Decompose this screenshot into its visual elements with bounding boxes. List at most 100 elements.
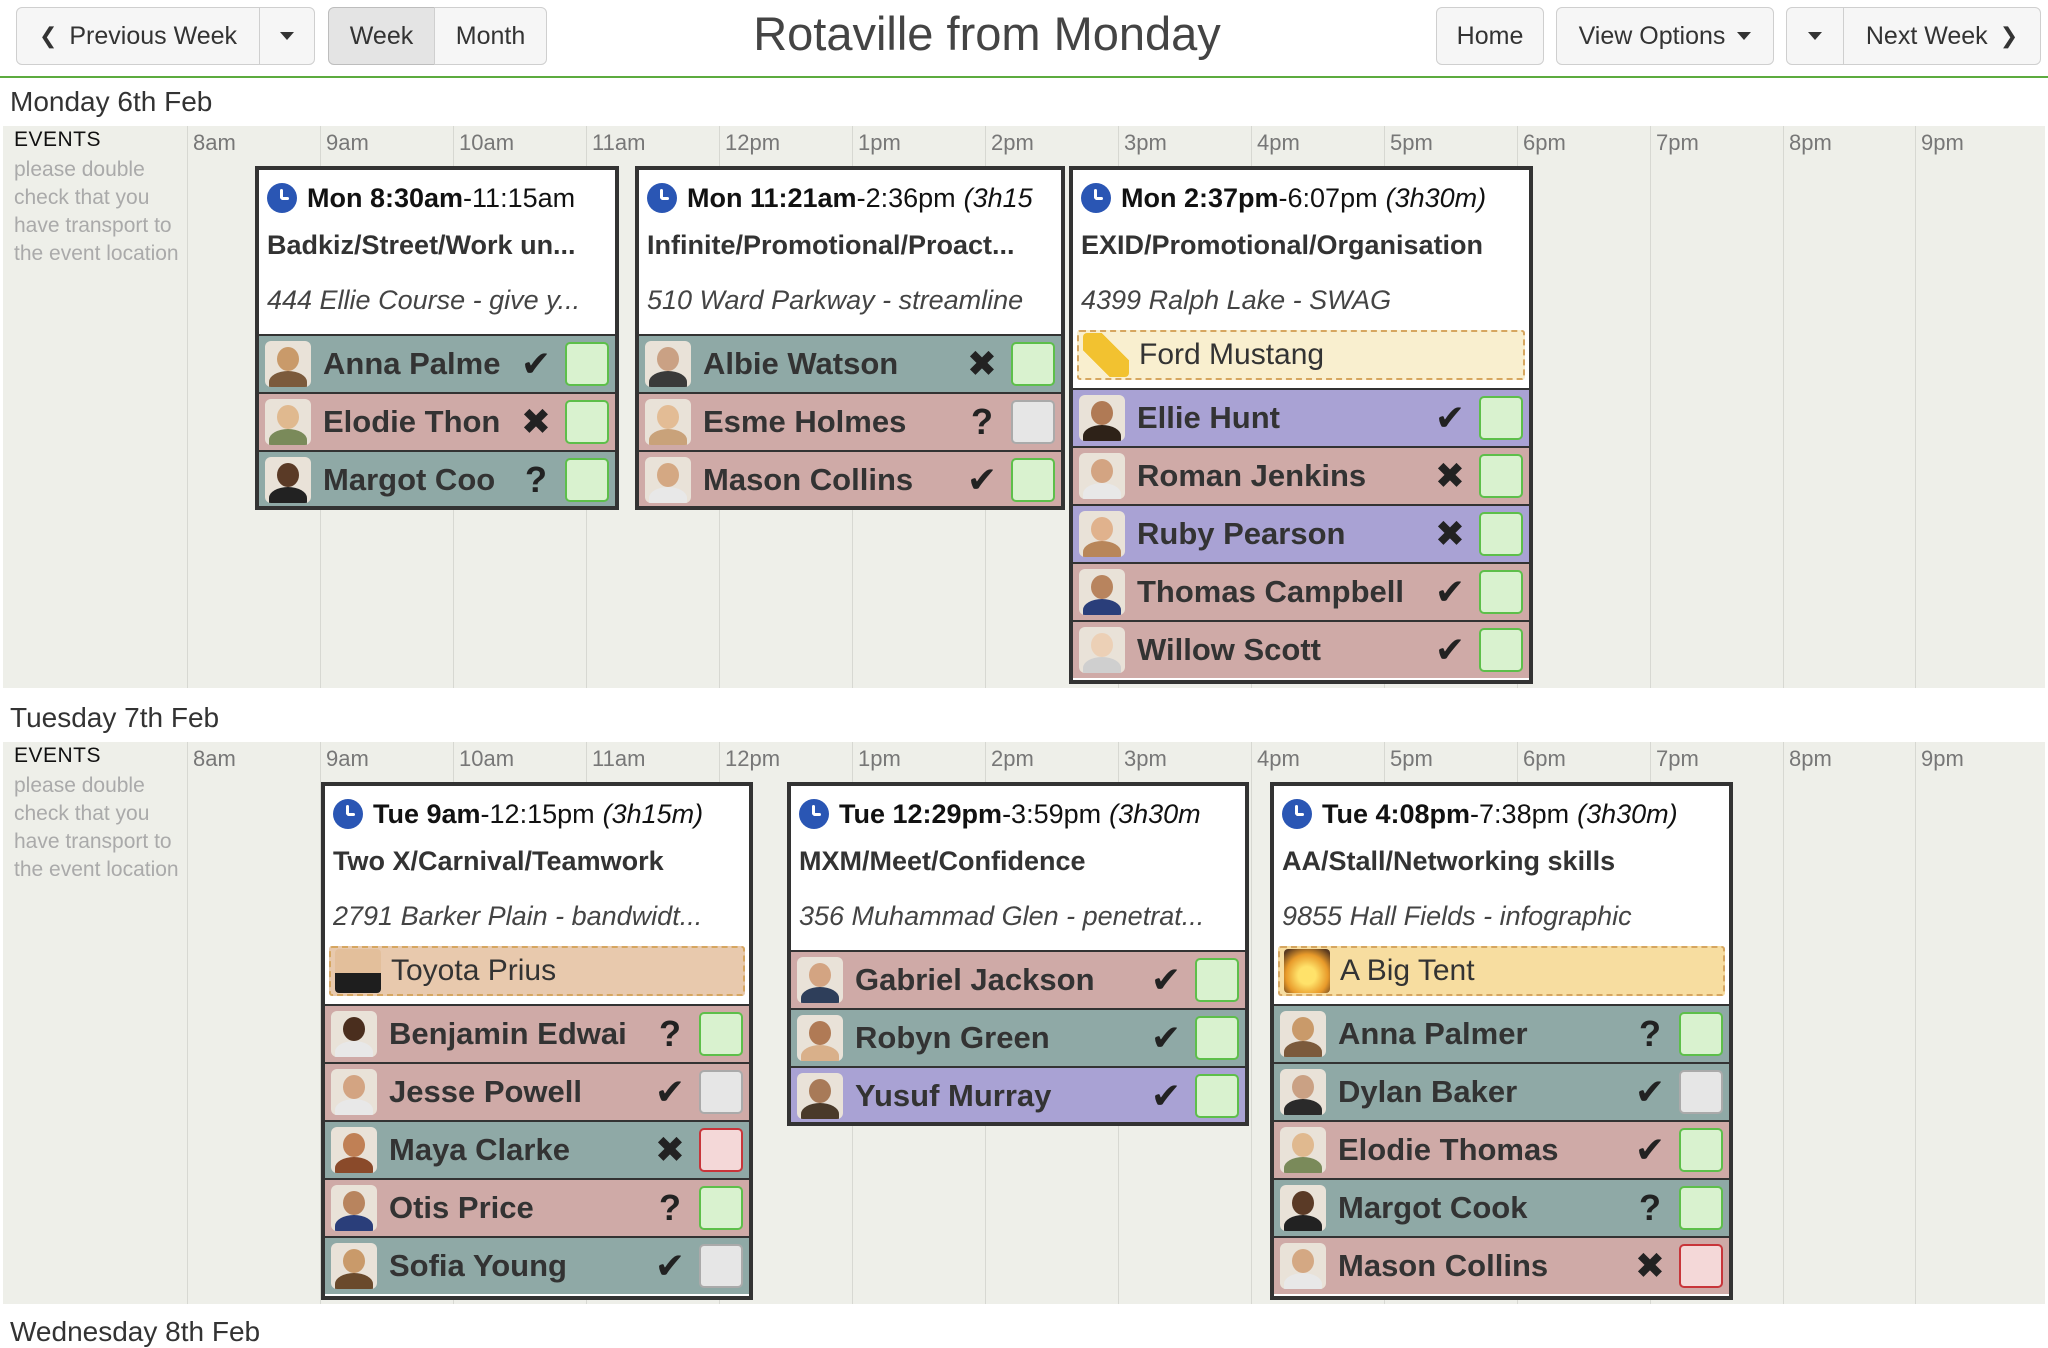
cross-icon[interactable]: ✖ — [966, 343, 998, 384]
view-options-button[interactable]: View Options — [1556, 7, 1774, 65]
cross-icon[interactable]: ✖ — [1434, 513, 1466, 554]
question-icon[interactable]: ? — [971, 401, 993, 442]
check-icon[interactable]: ✔ — [966, 459, 998, 500]
attendance-checkbox[interactable] — [1679, 1070, 1723, 1114]
attendee-row[interactable]: Elodie Thon ✖ — [259, 392, 615, 450]
event-card[interactable]: Tue 9am-12:15pm(3h15m)Two X/Carnival/Tea… — [321, 782, 753, 1300]
check-icon[interactable]: ✔ — [1150, 959, 1182, 1000]
event-title[interactable]: Infinite/Promotional/Proact... — [647, 230, 1015, 260]
home-button[interactable]: Home — [1436, 7, 1544, 65]
avatar — [645, 399, 691, 445]
previous-week-button[interactable]: ❮ Previous Week — [16, 7, 260, 65]
attendee-row[interactable]: Thomas Campbell✔ — [1073, 562, 1529, 620]
question-icon[interactable]: ? — [1639, 1013, 1661, 1054]
attendance-checkbox[interactable] — [699, 1012, 743, 1056]
question-icon[interactable]: ? — [659, 1013, 681, 1054]
attendance-checkbox[interactable] — [565, 342, 609, 386]
check-icon[interactable]: ✔ — [1150, 1075, 1182, 1116]
attendance-checkbox[interactable] — [699, 1128, 743, 1172]
attendee-row[interactable]: Yusuf Murray✔ — [791, 1066, 1245, 1122]
attendance-checkbox[interactable] — [565, 458, 609, 502]
cross-icon[interactable]: ✖ — [1634, 1245, 1666, 1286]
hour-label: 3pm — [1124, 746, 1167, 771]
next-week-button[interactable]: Next Week ❯ — [1843, 7, 2041, 65]
cross-icon[interactable]: ✖ — [654, 1129, 686, 1170]
question-icon[interactable]: ? — [1639, 1187, 1661, 1228]
attendance-checkbox[interactable] — [1011, 400, 1055, 444]
attendee-row[interactable]: Mason Collins✔ — [639, 450, 1061, 506]
attendance-checkbox[interactable] — [699, 1070, 743, 1114]
attendance-checkbox[interactable] — [1679, 1128, 1723, 1172]
attendee-row[interactable]: Roman Jenkins✖ — [1073, 446, 1529, 504]
attendance-checkbox[interactable] — [1479, 570, 1523, 614]
resource-item[interactable]: A Big Tent — [1278, 946, 1725, 996]
cross-icon[interactable]: ✖ — [1434, 455, 1466, 496]
attendance-checkbox[interactable] — [1679, 1244, 1723, 1288]
attendee-row[interactable]: Anna Palmer? — [1274, 1004, 1729, 1062]
check-icon[interactable]: ✔ — [1434, 629, 1466, 670]
attendee-row[interactable]: Willow Scott✔ — [1073, 620, 1529, 678]
attendance-checkbox[interactable] — [1479, 512, 1523, 556]
attendee-row[interactable]: Margot Cook? — [1274, 1178, 1729, 1236]
attendee-row[interactable]: Robyn Green✔ — [791, 1008, 1245, 1066]
cross-icon[interactable]: ✖ — [520, 401, 552, 442]
attendance-checkbox[interactable] — [699, 1186, 743, 1230]
question-icon[interactable]: ? — [525, 459, 547, 500]
attendee-row[interactable]: Elodie Thomas✔ — [1274, 1120, 1729, 1178]
attendee-row[interactable]: Sofia Young✔ — [325, 1236, 749, 1294]
check-icon[interactable]: ✔ — [654, 1071, 686, 1112]
check-icon[interactable]: ✔ — [1150, 1017, 1182, 1058]
attendance-checkbox[interactable] — [1679, 1012, 1723, 1056]
resource-item[interactable]: Ford Mustang — [1077, 330, 1525, 380]
attendee-row[interactable]: Jesse Powell ✔ — [325, 1062, 749, 1120]
attendance-checkbox[interactable] — [699, 1244, 743, 1288]
check-icon[interactable]: ✔ — [520, 343, 552, 384]
attendee-row[interactable]: Dylan Baker✔ — [1274, 1062, 1729, 1120]
attendee-row[interactable]: Gabriel Jackson✔ — [791, 950, 1245, 1008]
attendance-checkbox[interactable] — [1195, 1074, 1239, 1118]
check-icon[interactable]: ✔ — [654, 1245, 686, 1286]
attendance-checkbox[interactable] — [1679, 1186, 1723, 1230]
attendee-row[interactable]: Ruby Pearson✖ — [1073, 504, 1529, 562]
resource-item[interactable]: Toyota Prius — [329, 946, 745, 996]
attendee-row[interactable]: Margot Coo? — [259, 450, 615, 506]
event-title[interactable]: EXID/Promotional/Organisation — [1081, 230, 1484, 260]
check-icon[interactable]: ✔ — [1434, 397, 1466, 438]
previous-week-dropdown[interactable] — [259, 7, 315, 65]
check-icon[interactable]: ✔ — [1634, 1071, 1666, 1112]
attendee-name: Elodie Thon — [323, 404, 501, 439]
attendee-row[interactable]: Ellie Hunt✔ — [1073, 388, 1529, 446]
check-icon[interactable]: ✔ — [1634, 1129, 1666, 1170]
attendee-row[interactable]: Esme Holmes? — [639, 392, 1061, 450]
attendance-checkbox[interactable] — [1011, 342, 1055, 386]
question-icon[interactable]: ? — [659, 1187, 681, 1228]
next-week-dropdown[interactable] — [1786, 7, 1844, 65]
attendance-checkbox[interactable] — [1479, 396, 1523, 440]
attendance-checkbox[interactable] — [1195, 958, 1239, 1002]
event-card[interactable]: Tue 4:08pm-7:38pm(3h30m)AA/Stall/Network… — [1270, 782, 1733, 1300]
attendance-checkbox[interactable] — [1479, 454, 1523, 498]
check-icon[interactable]: ✔ — [1434, 571, 1466, 612]
event-card[interactable]: Mon 2:37pm-6:07pm(3h30m)EXID/Promotional… — [1069, 166, 1533, 684]
month-view-button[interactable]: Month — [434, 7, 547, 65]
attendance-checkbox[interactable] — [1195, 1016, 1239, 1060]
event-title[interactable]: AA/Stall/Networking skills — [1282, 846, 1616, 876]
attendance-checkbox[interactable] — [1011, 458, 1055, 502]
attendee-row[interactable]: Maya Clarke✖ — [325, 1120, 749, 1178]
attendee-row[interactable]: Otis Price? — [325, 1178, 749, 1236]
attendee-row[interactable]: Albie Watson✖ — [639, 334, 1061, 392]
event-title[interactable]: Two X/Carnival/Teamwork — [333, 846, 664, 876]
week-view-button[interactable]: Week — [328, 7, 435, 65]
attendee-row[interactable]: Anna Palme✔ — [259, 334, 615, 392]
attendance-checkbox[interactable] — [565, 400, 609, 444]
attendee-row[interactable]: Benjamin Edwai? — [325, 1004, 749, 1062]
attendee-name: Jesse Powell — [389, 1074, 583, 1109]
event-title[interactable]: MXM/Meet/Confidence — [799, 846, 1086, 876]
attendee-row[interactable]: Mason Collins✖ — [1274, 1236, 1729, 1294]
attendance-checkbox[interactable] — [1479, 628, 1523, 672]
avatar — [265, 399, 311, 445]
event-title[interactable]: Badkiz/Street/Work un... — [267, 230, 576, 260]
